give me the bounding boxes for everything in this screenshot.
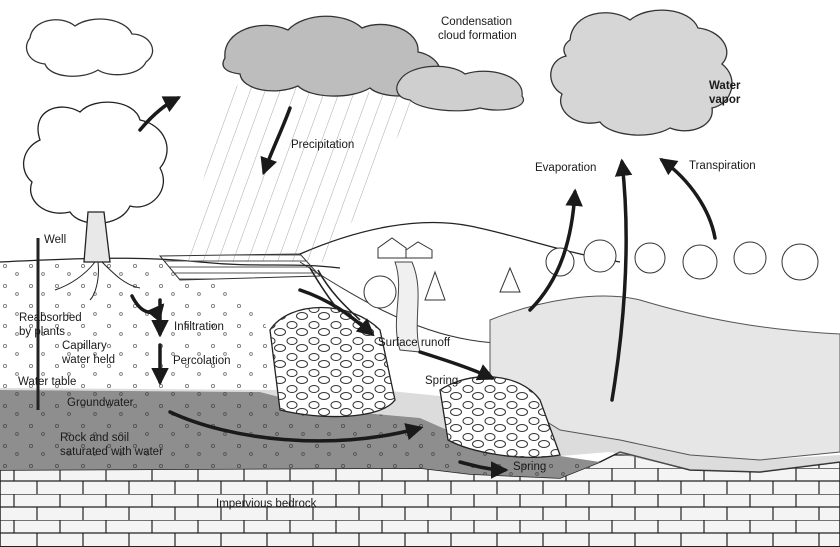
label-water-held: water held [62, 354, 115, 367]
label-water: Water [709, 80, 741, 93]
label-capillary: Capillary [62, 340, 107, 353]
label-condensation: Condensation [441, 16, 512, 29]
label-bedrock: Impervious bedrock [216, 498, 316, 511]
label-surface-runoff: Surface runoff [378, 337, 450, 350]
stone-outcrop-left [270, 308, 395, 417]
label-infiltration: Infiltration [174, 321, 224, 334]
label-reabsorbed: Reabsorbed [19, 312, 82, 325]
label-spring-lower: Spring [513, 461, 546, 474]
label-saturated: saturated with water [60, 446, 163, 459]
rain-shower [180, 85, 420, 262]
farmhouse [378, 238, 432, 258]
label-well: Well [44, 234, 66, 247]
label-vapor: vapor [709, 94, 740, 107]
label-groundwater: Groundwater [67, 397, 133, 410]
label-water-table: Water table [18, 376, 76, 389]
label-precipitation: Precipitation [291, 139, 354, 152]
vapor-cloud [551, 10, 732, 135]
label-evaporation: Evaporation [535, 162, 596, 175]
label-rock-and-soil: Rock and soil [60, 432, 129, 445]
label-spring-upper: Spring [425, 375, 458, 388]
label-percolation: Percolation [173, 355, 231, 368]
arrow-tree-to-cloud [140, 98, 178, 130]
label-cloud-formation: cloud formation [438, 30, 517, 43]
label-transpiration: Transpiration [689, 160, 756, 173]
label-by-plants: by plants [19, 326, 65, 339]
small-cloud-left [26, 19, 152, 76]
